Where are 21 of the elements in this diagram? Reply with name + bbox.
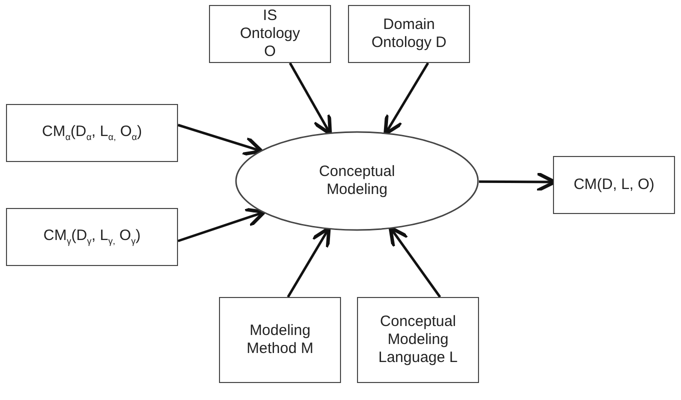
arrow <box>286 226 331 298</box>
node-label: CM$_{γ}$(D$_{γ}$, L$_{γ,}$ O$_{γ}$) <box>43 227 141 247</box>
arrow <box>388 226 442 298</box>
node-label: CM$_{α}$(D$_{α}$, L$_{α,}$ O$_{α}$) <box>42 123 142 143</box>
node-label: Conceptual Modeling <box>318 163 396 199</box>
process-box <box>357 297 479 383</box>
node-label: Modeling Method M <box>246 322 314 358</box>
process-box <box>348 5 470 63</box>
process-box <box>209 5 331 63</box>
node-label: IS Ontology O <box>238 7 302 61</box>
node-label: CM(D, L, O) <box>574 176 654 194</box>
arrow <box>178 208 266 242</box>
node-label: Domain Ontology D <box>370 16 448 52</box>
process-ellipse <box>235 131 479 231</box>
process-box <box>553 156 675 214</box>
node-label: Conceptual Modeling Language L <box>377 313 459 367</box>
arrow <box>288 62 332 136</box>
process-box <box>6 208 178 266</box>
process-box <box>6 104 178 162</box>
process-box <box>219 297 341 383</box>
arrow <box>178 124 264 156</box>
